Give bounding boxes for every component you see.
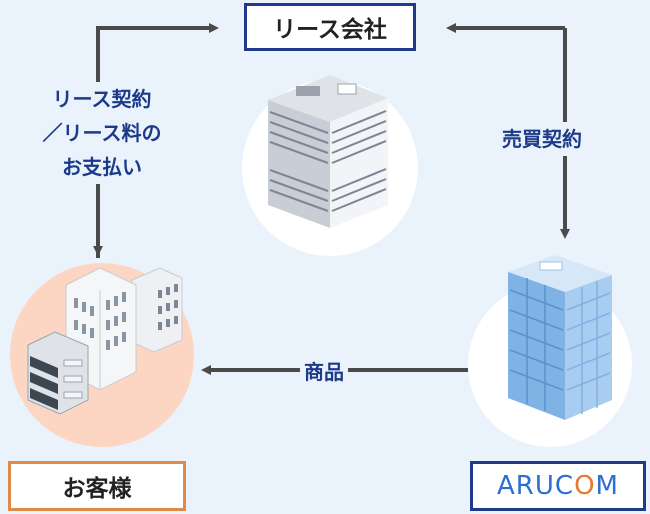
goods-label: 商品	[300, 357, 348, 387]
customer-label: お客様	[62, 476, 132, 502]
arucom-building-icon	[508, 255, 612, 420]
customer-box: お客様	[8, 461, 186, 511]
lease-contract-label: リース契約 ／リース料の お支払い	[18, 82, 186, 184]
arucom-text-before: ARUC	[497, 471, 575, 501]
lease-company-label: リース会社	[273, 17, 387, 43]
lease-company-building-icon	[268, 75, 388, 228]
arucom-accent-letter: O	[574, 471, 596, 501]
lease-company-box: リース会社	[244, 3, 416, 51]
arucom-text-after: M	[595, 471, 619, 501]
sales-contract-label: 売買契約	[498, 122, 586, 156]
customer-buildings-icon	[27, 267, 183, 415]
